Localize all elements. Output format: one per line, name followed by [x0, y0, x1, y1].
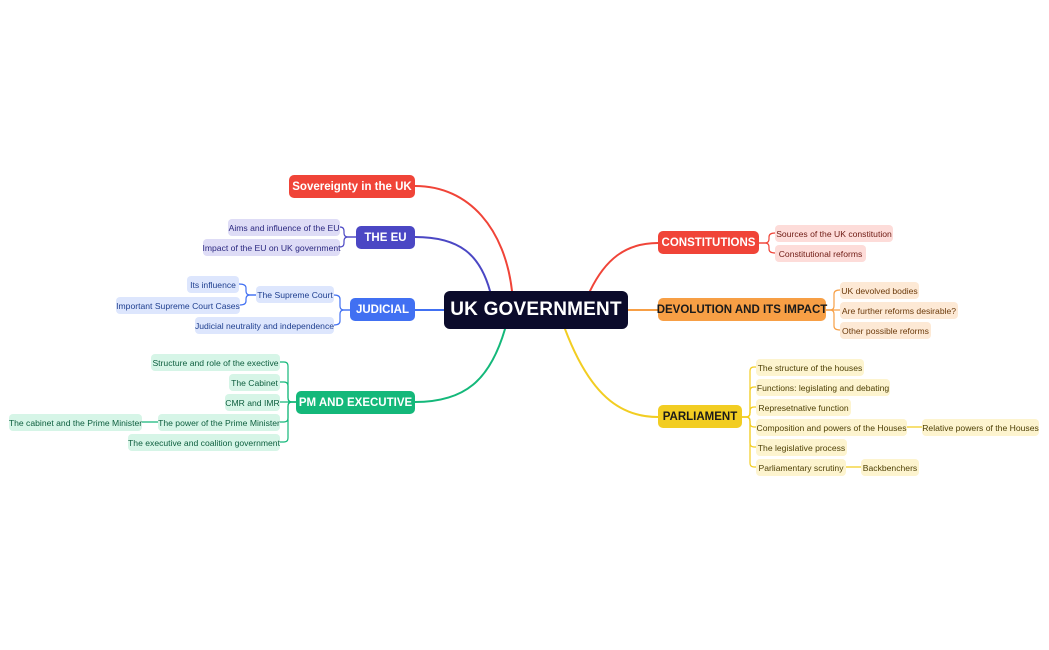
subtopic-relative-powers[interactable]: Relative powers of the Houses [922, 419, 1039, 436]
subtopic-structure-executive[interactable]: Structure and role of the exective [151, 354, 280, 371]
connector [825, 289, 841, 311]
subtopic-coalition-government[interactable]: The executive and coalition government [128, 434, 280, 451]
subtopic-supreme-court[interactable]: The Supreme Court [256, 286, 334, 303]
connector [339, 236, 357, 248]
subtopic-functions[interactable]: Functions: legislating and debating [756, 379, 890, 396]
subtopic-legislative-process[interactable]: The legislative process [756, 439, 847, 456]
connector [279, 381, 297, 403]
subtopic-composition-powers[interactable]: Composition and powers of the Houses [756, 419, 907, 436]
subtopic-devolved-bodies[interactable]: UK devolved bodies [840, 282, 919, 299]
connector [825, 309, 841, 331]
connector [333, 309, 351, 326]
subtopic-cabinet-and-pm[interactable]: The cabinet and the Prime Minister [9, 414, 142, 431]
subtopic-its-influence[interactable]: Its influence [187, 276, 239, 293]
connector [758, 232, 776, 244]
connector [333, 294, 351, 311]
connector [238, 283, 257, 296]
subtopic-eu-aims[interactable]: Aims and influence of the EU [228, 219, 340, 236]
connector [339, 226, 357, 238]
subtopic-cmr-imr[interactable]: CMR and IMR [225, 394, 280, 411]
connector [741, 406, 757, 418]
subtopic-judicial-neutrality[interactable]: Judicial neutrality and independence [195, 317, 334, 334]
subtopic-structure-houses[interactable]: The structure of the houses [756, 359, 864, 376]
topic-judicial[interactable]: JUDICIAL [350, 298, 415, 321]
connector [741, 386, 757, 418]
connector [414, 236, 491, 292]
connector [741, 366, 757, 418]
subtopic-supreme-court-cases[interactable]: Important Supreme Court Cases [116, 297, 240, 314]
connector [279, 401, 297, 443]
topic-sovereignty[interactable]: Sovereignty in the UK [289, 175, 415, 198]
subtopic-further-reforms[interactable]: Are further reforms desirable? [840, 302, 958, 319]
connector [741, 416, 757, 448]
subtopic-other-reforms[interactable]: Other possible reforms [840, 322, 931, 339]
connector [564, 328, 659, 418]
subtopic-representative-function[interactable]: Represetnative function [756, 399, 851, 416]
topic-devolution[interactable]: DEVOLUTION AND ITS IMPACT [657, 298, 827, 321]
subtopic-cabinet[interactable]: The Cabinet [229, 374, 280, 391]
topic-the-eu[interactable]: THE EU [356, 226, 415, 249]
subtopic-constitutional-reforms[interactable]: Constitutional reforms [775, 245, 866, 262]
topic-pm-executive[interactable]: PM AND EXECUTIVE [296, 391, 415, 414]
connector [414, 185, 513, 292]
connector [741, 416, 757, 468]
subtopic-eu-impact[interactable]: Impact of the EU on UK government [202, 239, 341, 256]
topic-constitutions[interactable]: CONSTITUTIONS [658, 231, 759, 254]
subtopic-power-of-pm[interactable]: The power of the Prime Minister [158, 414, 280, 431]
subtopic-constitution-sources[interactable]: Sources of the UK constitution [775, 225, 893, 242]
subtopic-backbenchers[interactable]: Backbenchers [861, 459, 919, 476]
connector [589, 242, 659, 292]
connector [239, 294, 257, 306]
subtopic-parliamentary-scrutiny[interactable]: Parliamentary scrutiny [756, 459, 846, 476]
connector [414, 328, 506, 403]
topic-parliament[interactable]: PARLIAMENT [658, 405, 742, 428]
connector [758, 242, 776, 254]
root-topic[interactable]: UK GOVERNMENT [444, 291, 628, 329]
